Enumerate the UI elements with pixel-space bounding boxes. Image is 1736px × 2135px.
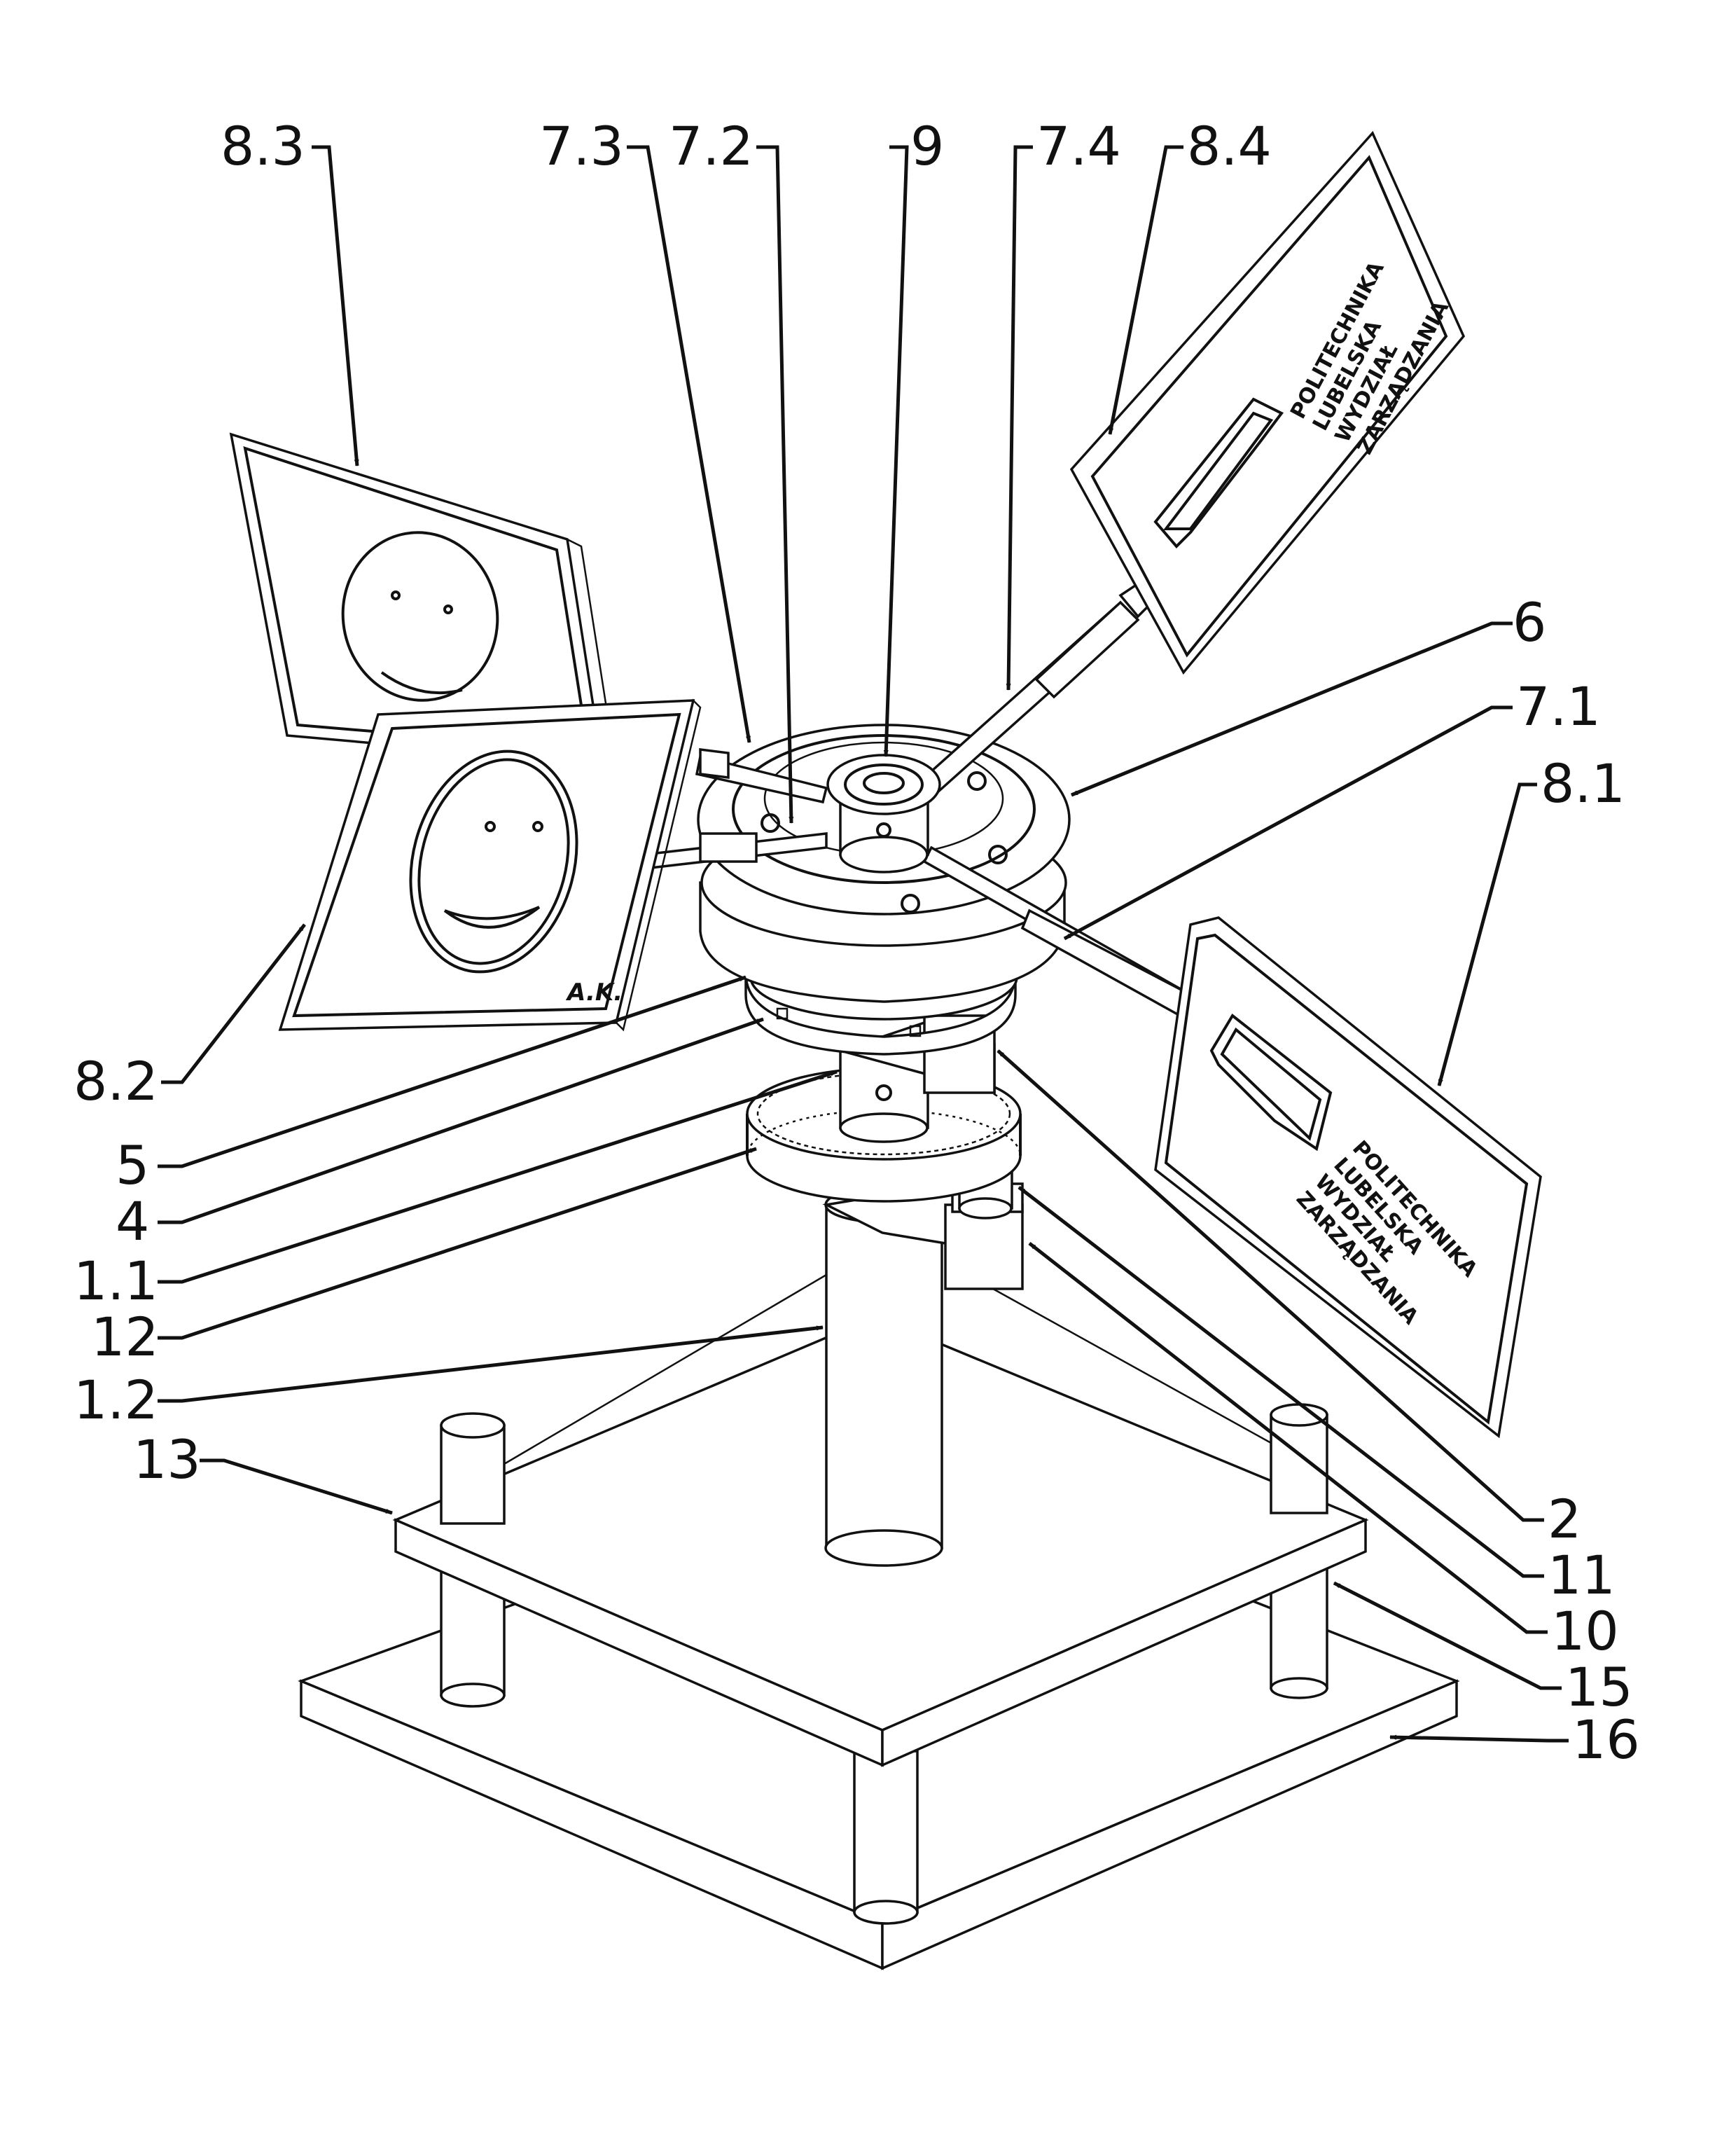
label-8-1: 8.1 bbox=[1541, 752, 1625, 815]
label-8-3: 8.3 bbox=[221, 115, 305, 177]
leader-lines bbox=[158, 145, 1569, 1743]
hub-9 bbox=[826, 754, 941, 873]
label-6: 6 bbox=[1513, 591, 1546, 654]
label-13: 13 bbox=[133, 1428, 201, 1491]
label-5: 5 bbox=[116, 1134, 149, 1196]
upper-posts bbox=[440, 1403, 1328, 1525]
arm-7-2 bbox=[643, 832, 828, 870]
label-7-1: 7.1 bbox=[1516, 675, 1601, 738]
panel-8-2: A.K. bbox=[278, 698, 702, 1032]
label-7-3: 7.3 bbox=[539, 115, 624, 177]
label-10: 10 bbox=[1551, 1600, 1619, 1662]
arm-7-3 bbox=[695, 748, 828, 804]
label-7-2: 7.2 bbox=[669, 115, 754, 177]
label-12: 12 bbox=[91, 1306, 159, 1368]
label-11: 11 bbox=[1548, 1544, 1616, 1606]
label-7-4: 7.4 bbox=[1036, 115, 1121, 177]
arm-7-4 bbox=[922, 579, 1161, 794]
panel-8-1: POLITECHNIKA LUBELSKA WYDZIAŁ ZARZĄDZANI… bbox=[1154, 916, 1542, 1439]
panel-signature: A.K. bbox=[565, 979, 623, 1007]
label-16: 16 bbox=[1572, 1708, 1640, 1771]
label-4: 4 bbox=[116, 1190, 149, 1252]
label-2: 2 bbox=[1548, 1488, 1581, 1550]
column-1-2 bbox=[824, 1186, 943, 1567]
screws bbox=[761, 771, 1008, 913]
part-labels: 8.3 7.3 7.2 9 7.4 8.4 6 7.1 8.1 8.2 5 4 … bbox=[74, 115, 1640, 1771]
label-8-2: 8.2 bbox=[74, 1050, 158, 1112]
label-9: 9 bbox=[910, 115, 944, 177]
label-8-4: 8.4 bbox=[1187, 115, 1272, 177]
label-1-1: 1.1 bbox=[74, 1250, 158, 1312]
label-1-2: 1.2 bbox=[74, 1369, 158, 1431]
label-15: 15 bbox=[1565, 1656, 1633, 1718]
